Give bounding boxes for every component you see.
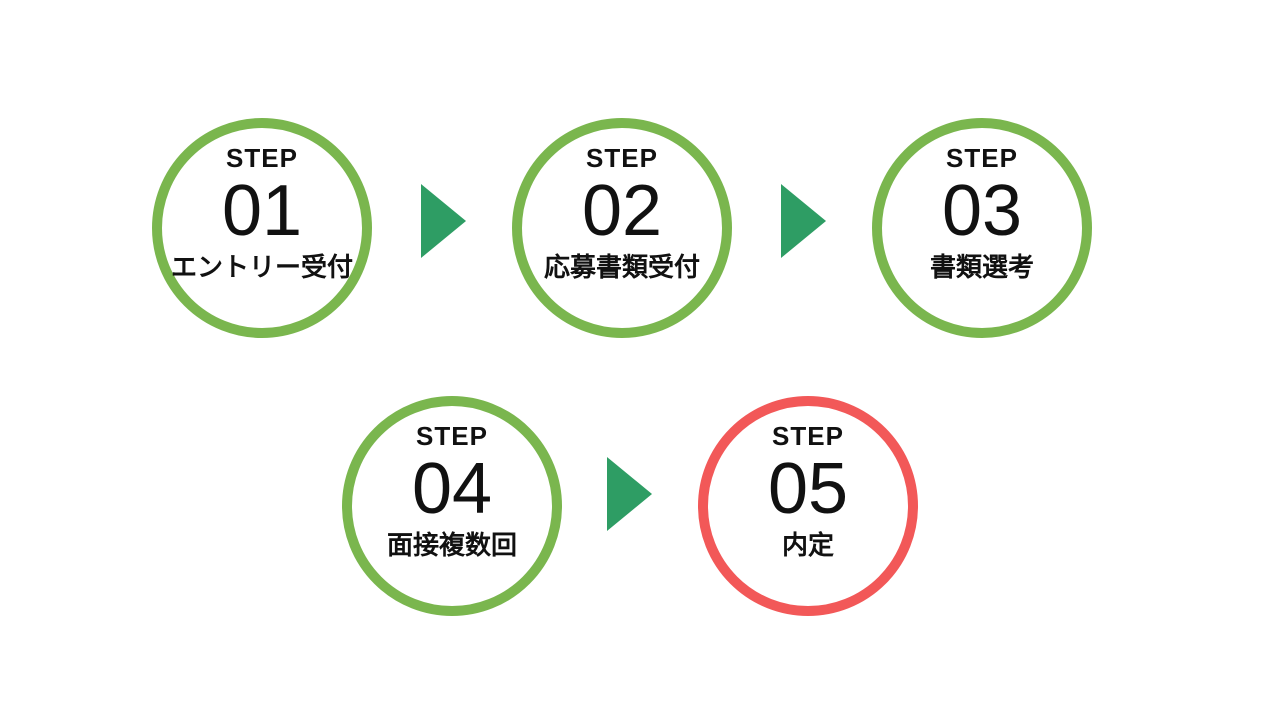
step-prefix: STEP — [586, 143, 658, 173]
arrow-right-icon — [421, 184, 466, 258]
step-label: 書類選考 — [929, 251, 1034, 282]
step-label: エントリー受付 — [170, 251, 353, 282]
step-number: 03 — [941, 170, 1023, 251]
step-circle-03: STEP 03 書類選考 — [872, 118, 1092, 338]
step-prefix: STEP — [946, 143, 1018, 173]
step-prefix: STEP — [416, 421, 488, 451]
step-circle-05: STEP 05 内定 — [698, 396, 918, 616]
step-label: 面接複数回 — [386, 529, 517, 560]
step-circle-02: STEP 02 応募書類受付 — [512, 118, 732, 338]
step-circle-01: STEP 01 エントリー受付 — [152, 118, 372, 338]
arrow-right-icon — [607, 457, 652, 531]
step-number: 05 — [767, 448, 849, 529]
step-number: 04 — [411, 448, 493, 529]
arrow-right-icon — [781, 184, 826, 258]
step-number: 01 — [221, 170, 303, 251]
step-number: 02 — [581, 170, 663, 251]
step-circle-04: STEP 04 面接複数回 — [342, 396, 562, 616]
step-prefix: STEP — [226, 143, 298, 173]
step-label: 応募書類受付 — [543, 251, 700, 282]
step-label: 内定 — [781, 529, 834, 560]
step-prefix: STEP — [772, 421, 844, 451]
